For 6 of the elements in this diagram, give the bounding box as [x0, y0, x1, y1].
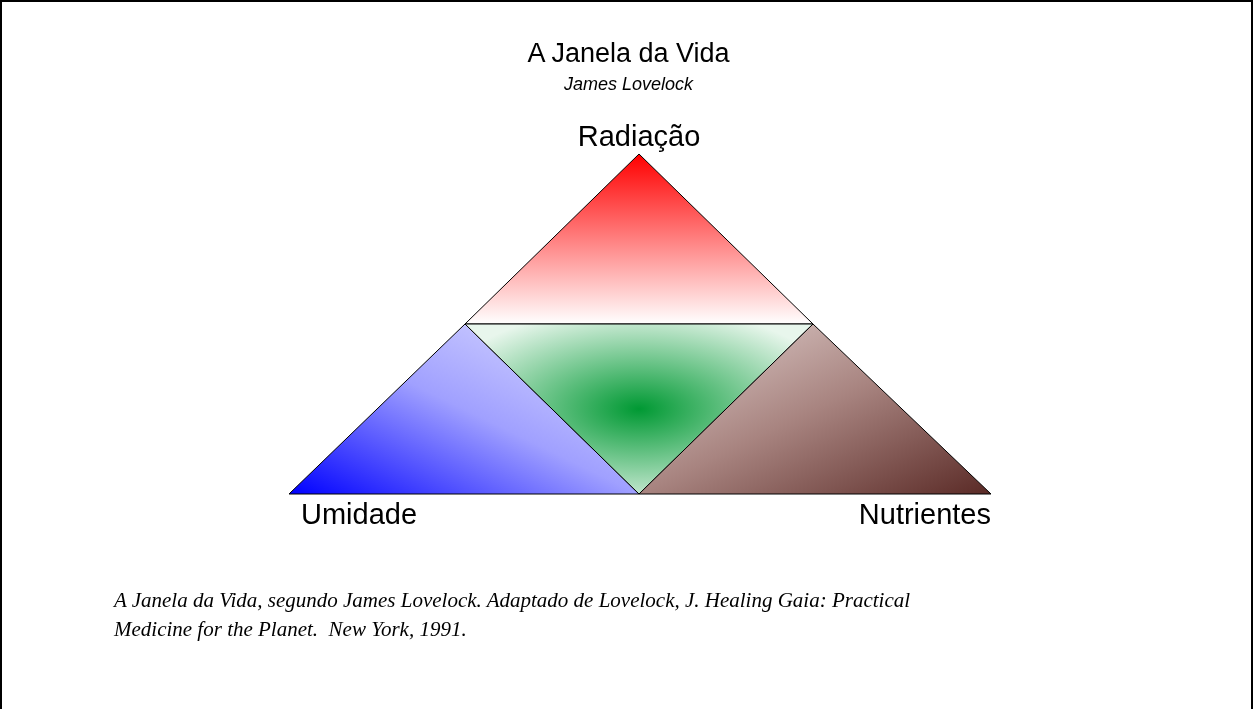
diagram-title: A Janela da Vida — [526, 38, 731, 69]
corner-label: Umidade — [301, 498, 418, 531]
figure-caption: A Janela da Vida, segundo James Lovelock. Adaptado de Lovelock, J. Healing Gaia: Practical Medicine for the Planet. New York, 1991. — [114, 587, 912, 643]
corner-label: Radiação — [576, 120, 702, 153]
corner-label: Nutrientes — [858, 498, 991, 531]
author-subtitle: James Lovelock — [562, 74, 695, 95]
